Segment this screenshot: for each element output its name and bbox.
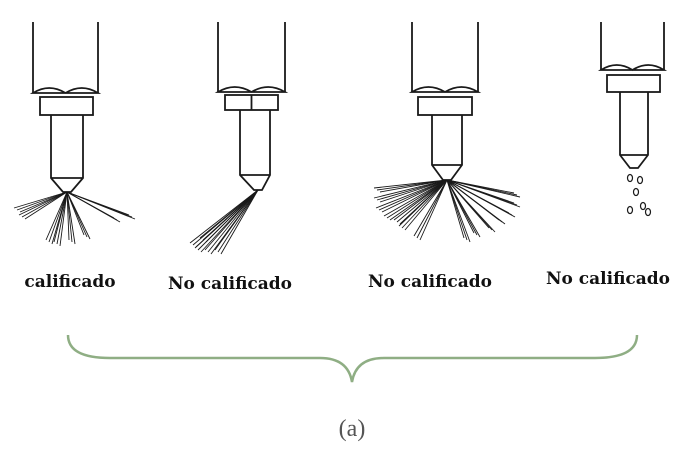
spray-stream — [53, 191, 68, 243]
droplets — [626, 173, 652, 217]
spray-stream — [386, 179, 448, 219]
spray-stream — [204, 189, 259, 251]
droplet — [636, 175, 644, 185]
spray-stream — [66, 191, 70, 241]
spray-pattern — [189, 189, 259, 255]
spray-stream — [446, 179, 506, 225]
nozzle-nut — [39, 96, 94, 116]
spray-stream — [66, 191, 91, 240]
nozzle-body — [619, 92, 649, 169]
spray-stream — [446, 179, 471, 243]
nozzle-nut — [606, 74, 661, 93]
spray-stream — [379, 179, 448, 193]
nozzle-1 — [13, 22, 136, 247]
spray-stream — [59, 191, 68, 247]
nozzle-tube — [411, 22, 479, 92]
droplet — [626, 205, 634, 215]
spray-stream — [393, 179, 448, 221]
droplet — [639, 201, 647, 211]
spray-stream — [21, 191, 68, 218]
spray-stream — [446, 179, 516, 218]
spray-stream — [18, 191, 68, 216]
spray-stream — [378, 179, 448, 211]
nozzle-4 — [597, 22, 668, 217]
spray-stream — [13, 191, 68, 209]
spray-stream — [375, 179, 448, 209]
spray-stream — [383, 179, 448, 217]
nozzle-2 — [189, 22, 289, 255]
nozzle-tube — [32, 22, 99, 93]
spray-stream — [24, 191, 68, 220]
spray-stream — [214, 189, 259, 251]
droplet — [626, 173, 634, 183]
nozzle-body — [239, 110, 271, 191]
spray-stream — [56, 191, 68, 245]
spray-stream — [404, 179, 448, 231]
spray-stream — [398, 179, 448, 227]
grouping-brace — [66, 334, 639, 383]
spray-stream — [66, 191, 76, 245]
spray-stream — [416, 179, 448, 239]
nozzle-body — [50, 115, 84, 193]
spray-stream — [48, 191, 68, 243]
nozzle-cap — [408, 86, 482, 94]
spray-stream — [379, 179, 448, 203]
spray-stream — [202, 189, 259, 241]
nozzle-tube — [600, 22, 665, 70]
spray-pattern — [13, 191, 136, 247]
spray-stream — [381, 179, 448, 213]
spray-stream — [446, 179, 481, 238]
spray-stream — [199, 189, 259, 239]
label-qualified: calificado — [24, 272, 116, 292]
nozzle-cap — [29, 87, 102, 95]
nozzle-3 — [373, 22, 521, 243]
spray-stream — [446, 179, 521, 208]
spray-stream — [396, 179, 448, 223]
spray-stream — [66, 191, 121, 223]
nozzle-nut — [417, 96, 473, 116]
spray-stream — [45, 191, 68, 241]
droplet — [632, 187, 640, 197]
spray-stream — [419, 179, 448, 241]
label-unqualified-1: No calificado — [167, 274, 293, 294]
nozzle-cap — [597, 64, 668, 72]
label-unqualified-2: No calificado — [367, 272, 493, 292]
spray-stream — [217, 189, 259, 253]
spray-stream — [373, 179, 448, 199]
spray-stream — [207, 189, 259, 253]
spray-stream — [401, 179, 448, 229]
nozzle-body — [431, 115, 463, 181]
spray-stream — [220, 189, 259, 255]
spray-stream — [446, 179, 521, 198]
spray-stream — [446, 179, 496, 233]
spray-pattern — [373, 179, 521, 243]
spray-stream — [376, 179, 448, 201]
spray-stream — [66, 191, 136, 220]
nozzle-cap — [214, 86, 289, 94]
spray-stream — [205, 189, 259, 243]
figure-caption: (a) — [338, 416, 366, 442]
spray-stream — [413, 179, 448, 237]
nozzle-tube — [217, 22, 286, 92]
spray-stream — [16, 191, 68, 211]
label-unqualified-3: No calificado — [545, 269, 671, 289]
droplet — [644, 207, 652, 217]
